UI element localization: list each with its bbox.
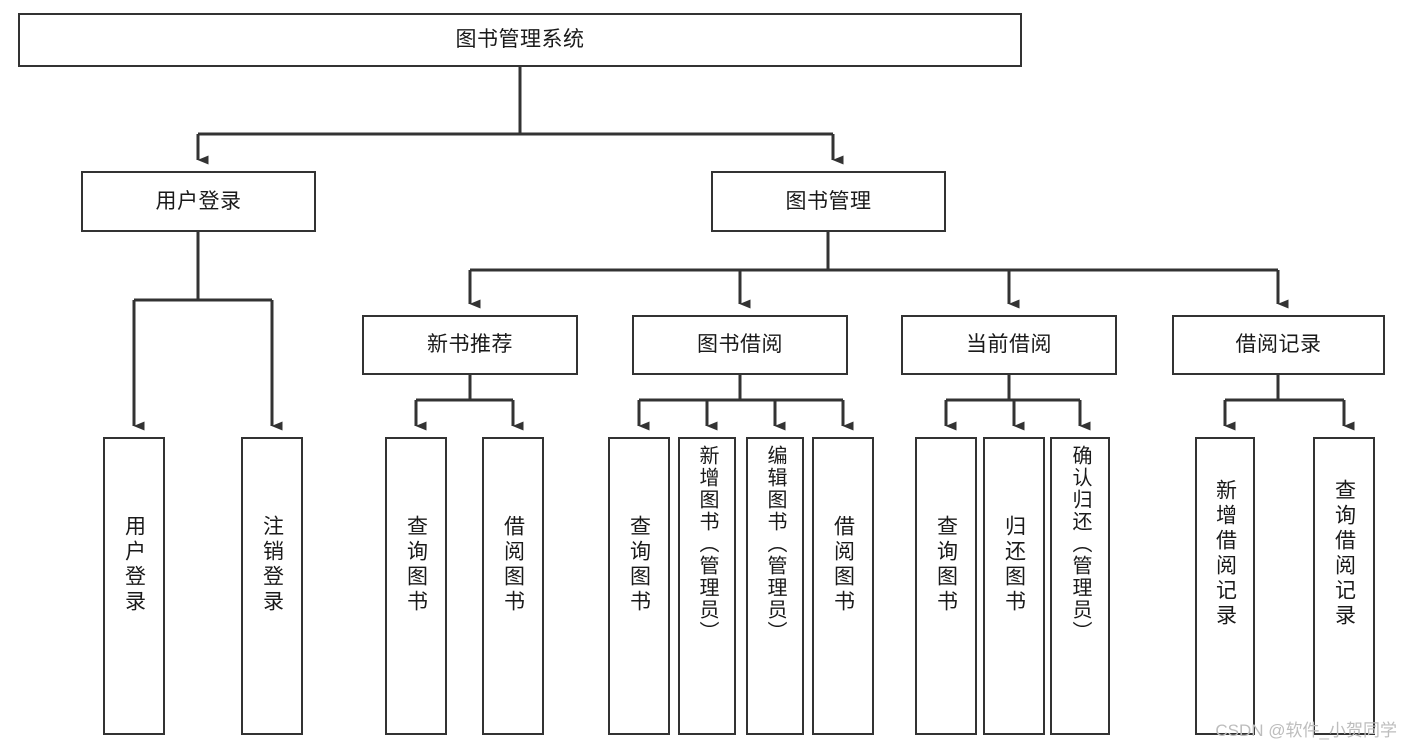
leaf-label: 用户登录 (122, 515, 146, 615)
node-book-borrowing[interactable]: 图书借阅 (632, 315, 848, 375)
leaf-borrow-record-add-record[interactable]: 新增借阅记录 (1195, 437, 1255, 735)
node-borrow-records[interactable]: 借阅记录 (1172, 315, 1385, 375)
leaf-label: 归还图书 (1002, 515, 1026, 615)
node-label: 新书推荐 (427, 333, 513, 357)
leaf-label: 确认归还（管理员） (1069, 445, 1091, 643)
node-user-login[interactable]: 用户登录 (81, 171, 316, 232)
leaf-label: 注销登录 (260, 515, 284, 615)
leaf-book-borrow-query-books[interactable]: 查询图书 (608, 437, 670, 735)
leaf-current-borrow-query-books[interactable]: 查询图书 (915, 437, 977, 735)
leaf-label: 查询图书 (404, 515, 428, 615)
leaf-label: 借阅图书 (831, 515, 855, 615)
leaf-book-borrow-add-book-admin[interactable]: 新增图书（管理员） (678, 437, 736, 735)
leaf-label: 新增借阅记录 (1213, 479, 1237, 629)
leaf-borrow-record-query-record[interactable]: 查询借阅记录 (1313, 437, 1375, 735)
node-current-borrowing[interactable]: 当前借阅 (901, 315, 1117, 375)
leaf-label: 新增图书（管理员） (696, 445, 718, 643)
leaf-label: 查询图书 (934, 515, 958, 615)
leaf-user-login-logout[interactable]: 注销登录 (241, 437, 303, 735)
node-label: 图书管理系统 (455, 28, 585, 52)
leaf-label: 编辑图书（管理员） (764, 445, 786, 643)
node-label: 当前借阅 (966, 333, 1052, 357)
leaf-user-login-login[interactable]: 用户登录 (103, 437, 165, 735)
leaf-current-borrow-confirm-return-admin[interactable]: 确认归还（管理员） (1050, 437, 1110, 735)
leaf-current-borrow-return-books[interactable]: 归还图书 (983, 437, 1045, 735)
node-book-management-system[interactable]: 图书管理系统 (18, 13, 1022, 67)
leaf-label: 查询借阅记录 (1332, 479, 1356, 629)
node-label: 用户登录 (155, 189, 242, 213)
node-label: 图书管理 (785, 189, 872, 213)
leaf-new-book-borrow-books[interactable]: 借阅图书 (482, 437, 544, 735)
leaf-label: 借阅图书 (501, 515, 525, 615)
node-label: 图书借阅 (697, 333, 783, 357)
leaf-book-borrow-edit-book-admin[interactable]: 编辑图书（管理员） (746, 437, 804, 735)
leaf-label: 查询图书 (627, 515, 651, 615)
node-book-management[interactable]: 图书管理 (711, 171, 946, 232)
node-new-book-recommendation[interactable]: 新书推荐 (362, 315, 578, 375)
leaf-book-borrow-borrow-books[interactable]: 借阅图书 (812, 437, 874, 735)
node-label: 借阅记录 (1235, 333, 1322, 357)
leaf-new-book-query-books[interactable]: 查询图书 (385, 437, 447, 735)
